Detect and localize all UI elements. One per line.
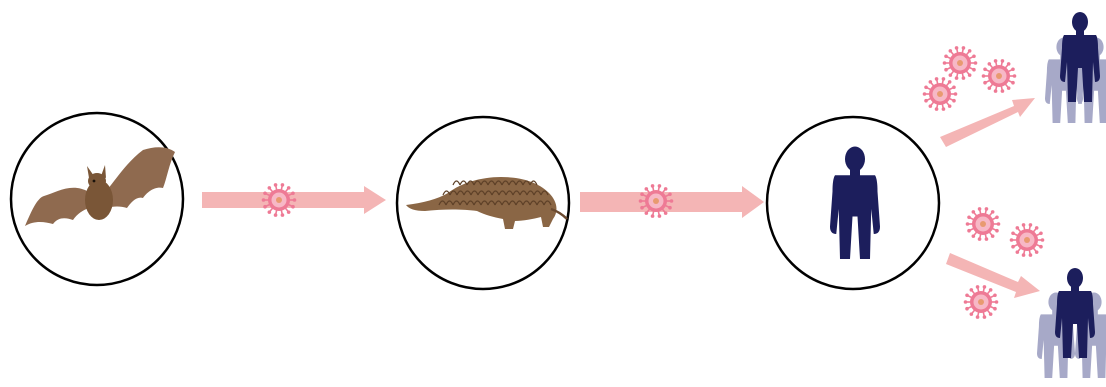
virus-icon [1010,223,1045,257]
people-group-bottom [1037,268,1106,378]
people-group-top [1045,12,1106,123]
virus-icon [964,285,999,319]
bat-icon [25,147,175,226]
virus-icon [943,46,978,80]
arrow-human-to-top-group [940,98,1035,147]
virus-icon [966,207,1001,241]
virus-icon [262,183,297,217]
arrow-human-to-bottom-group [946,253,1040,298]
virus-icon [639,184,674,218]
pangolin-icon [406,177,567,229]
virus-icon [923,77,958,111]
virus-icon [982,59,1017,93]
human-silhouette-icon [830,147,880,260]
